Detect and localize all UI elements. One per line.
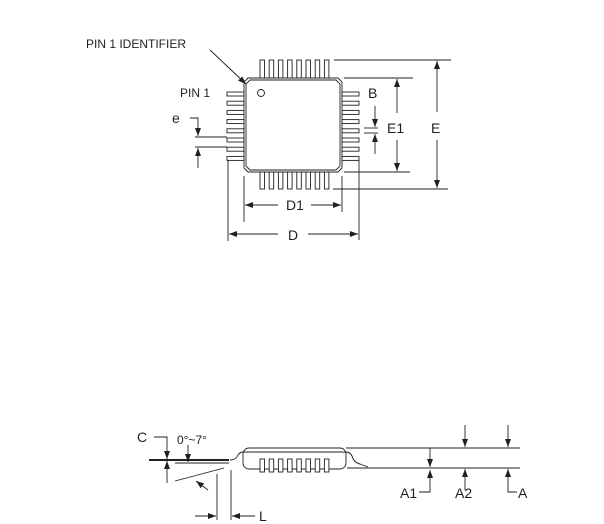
pin [268,59,275,79]
pin [226,91,245,97]
pin1-identifier-label: PIN 1 IDENTIFIER [86,37,186,51]
right-pins [341,91,360,161]
pin [341,137,360,143]
pin [226,137,245,143]
pin [314,458,321,473]
package-body [243,77,343,173]
pin [226,128,245,134]
pin [226,100,245,106]
pin [314,59,321,79]
lead-angle-dimension: 0°~7° [177,433,209,491]
pin [259,171,265,190]
pin [296,171,302,190]
arrow [190,117,201,136]
foot-length-label: L [259,508,267,524]
package-body-inner-outline [245,79,341,171]
arrow [195,480,209,491]
pin [341,91,360,97]
pin [226,155,245,161]
pin [287,458,293,473]
overall-height-label: A [518,485,528,501]
pin [277,59,284,79]
lead-thickness-label: C [137,429,147,445]
top-view: PIN 1 IDENTIFIER PIN 1 e B E1 [86,37,451,243]
lead-profile [229,451,369,468]
pin [277,458,284,473]
body-length-dimension: D1 [243,176,343,222]
pin1-label: PIN 1 [180,86,210,100]
pin [323,171,330,190]
body-thickness-label: A2 [455,485,472,501]
lead-width-label: B [368,85,377,101]
top-pins [259,59,330,79]
pin [296,59,302,79]
pin [323,458,330,473]
side-package-body [242,447,347,470]
pin [277,171,284,190]
pitch-dimension: e [172,110,227,168]
arrow [154,436,170,459]
lead-angle-line [174,467,225,482]
standoff-dimension: A1 [400,448,433,501]
pin [341,155,360,161]
overall-width-label: E [431,120,440,136]
pitch-label: e [172,110,180,126]
overall-width-dimension: E [333,59,451,190]
standoff-label: A1 [400,485,417,501]
pin [341,109,360,115]
lead-angle-label: 0°~7° [177,433,207,447]
lead-thickness-dimension: C [137,429,170,483]
pin1-identifier-leader [209,49,247,85]
side-pins [259,458,330,473]
pin [314,171,321,190]
body-length-label: D1 [286,197,304,213]
pin [323,59,330,79]
pin [296,458,302,473]
arrow [505,469,517,493]
side-view: C 0°~7° L A1 A2 A [137,425,528,524]
body-width-label: E1 [387,120,404,136]
body-thickness-dimension: A2 [455,425,472,501]
pin [341,119,360,125]
pin [341,128,360,134]
pin [305,458,311,473]
pin [226,119,245,125]
pin [305,59,311,79]
pin [341,100,360,106]
bottom-pins [259,171,330,190]
pin1-marker [257,89,265,97]
pin [268,458,275,473]
pin [259,458,265,473]
pin [287,171,293,190]
lead-width-dimension: B [364,85,378,154]
overall-height-dimension: A [505,425,528,501]
pin [226,109,245,115]
overall-length-dimension: D [227,160,360,243]
overall-length-label: D [288,227,298,243]
pin [341,146,360,152]
pin [287,59,293,79]
pin [305,171,311,190]
body-width-dimension: E1 [344,77,413,173]
arrow [419,470,433,493]
pin [268,171,275,190]
left-pins [226,91,245,161]
pin [259,59,265,79]
pin [226,146,245,152]
foot-length-dimension: L [195,470,267,524]
